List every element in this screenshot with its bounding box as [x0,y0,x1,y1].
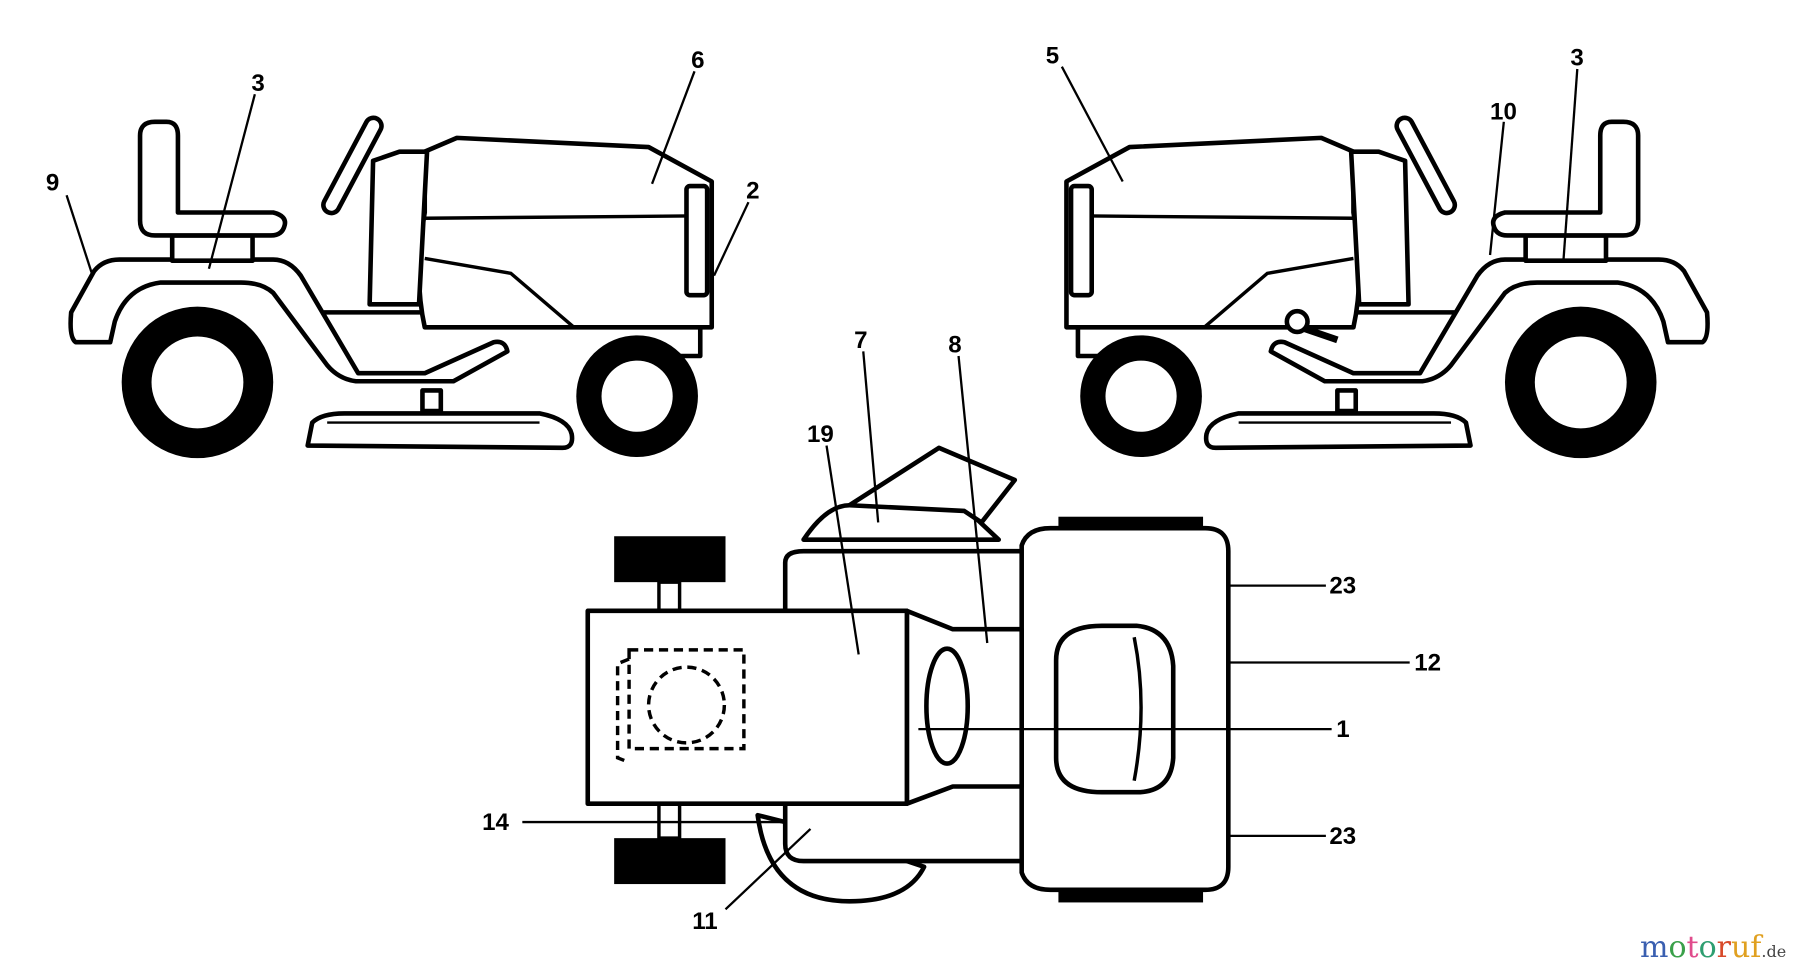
callout-23-bottom: 23 [1329,823,1356,850]
callout-19: 19 [807,421,834,448]
left-side-view: 9 3 6 2 [46,47,760,458]
callout-6: 6 [691,47,704,74]
callout-10: 10 [1490,99,1517,126]
motoruf-watermark-logo: motoruf.de [1640,930,1787,965]
callout-8: 8 [948,332,961,359]
callout-7: 7 [854,327,867,354]
callout-2: 2 [746,178,759,205]
top-view: 7 8 19 23 12 1 23 14 11 [482,327,1441,935]
callout-3-right: 3 [1570,45,1583,72]
callout-14: 14 [482,809,509,836]
callout-9: 9 [46,170,59,197]
callout-12: 12 [1414,650,1441,677]
callout-3-left: 3 [251,70,264,97]
callout-1: 1 [1336,716,1349,743]
callout-23-top: 23 [1329,573,1356,600]
callout-11: 11 [692,908,717,935]
right-side-view: 5 3 10 [1046,42,1708,458]
callout-5: 5 [1046,42,1059,69]
